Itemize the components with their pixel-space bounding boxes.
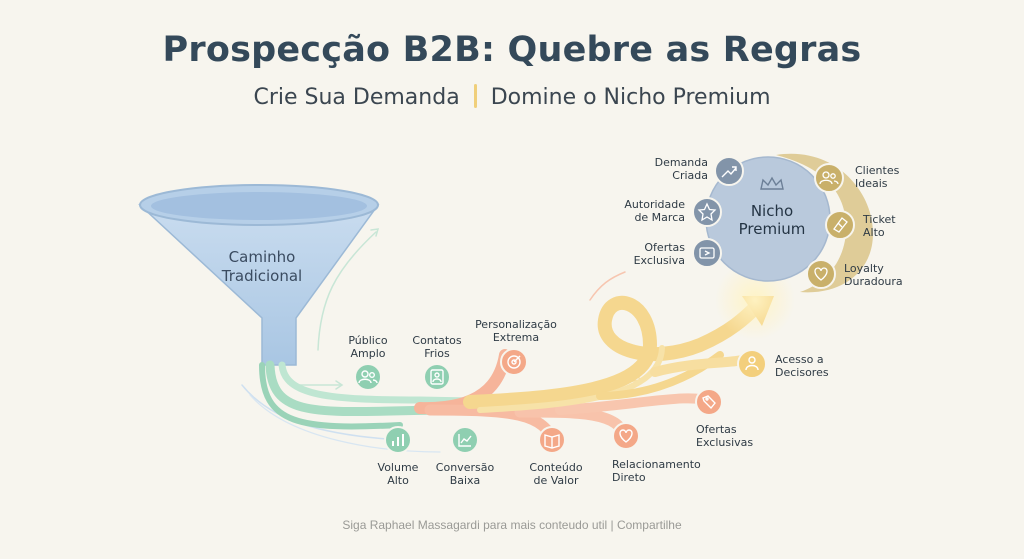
premium-right-clientes: Clientes Ideais [814, 163, 900, 193]
funnel-label-1: Caminho [229, 248, 296, 266]
users-icon [819, 171, 839, 185]
node-conversao-label-1: Conversão [436, 461, 495, 474]
node-volume: Volume Alto [378, 426, 419, 487]
heart-icon [619, 429, 633, 443]
premium-left-autoridade-label-1: Autoridade [624, 198, 685, 211]
node-acesso-label-2: Decisores [775, 366, 829, 379]
premium-left-autoridade-label-2: de Marca [634, 211, 685, 224]
node-contatos-label-1: Contatos [412, 334, 461, 347]
subtitle-separator [473, 84, 477, 108]
page-title: Prospecção B2B: Quebre as Regras [162, 30, 862, 70]
premium-right-loyalty-label-1: Loyalty [844, 262, 884, 275]
premium-left-ofertas: Ofertas Exclusiva [634, 238, 722, 268]
node-contatos: Contatos Frios [412, 334, 462, 391]
node-conversao: Conversão Baixa [436, 426, 495, 487]
node-acesso: Acesso a Decisores [737, 349, 829, 379]
node-personalizacao: Personalização Extrema [475, 318, 557, 376]
node-ofertas-exclusivas-label-2: Exclusivas [696, 436, 753, 449]
premium-right-loyalty-label-2: Duradoura [844, 275, 903, 288]
node-publico-label-1: Público [348, 334, 388, 347]
premium-label-2: Premium [739, 220, 806, 238]
node-conversao-label-2: Baixa [450, 474, 481, 487]
premium-left-demanda: Demanda Criada [655, 156, 744, 186]
footer-credit: Siga Raphael Massagardi para mais conteu… [342, 518, 682, 532]
line-chart-icon [458, 434, 472, 447]
premium-right-ticket-label-2: Alto [863, 226, 885, 239]
premium-label-1: Nicho [751, 202, 793, 220]
crown-icon [760, 176, 784, 190]
funnel-label-2: Tradicional [221, 267, 302, 285]
node-contatos-label-2: Frios [424, 347, 450, 360]
premium-right-loyalty: Loyalty Duradoura [806, 259, 903, 289]
node-ofertas-exclusivas-label-1: Ofertas [696, 423, 737, 436]
bar-chart-icon [392, 434, 404, 446]
premium-left-ofertas-label-1: Ofertas [644, 241, 685, 254]
node-acesso-label-1: Acesso a [775, 353, 824, 366]
premium-right-ticket-label-1: Ticket [862, 213, 896, 226]
ticket-tag-icon [833, 217, 848, 233]
node-publico: Público Amplo [348, 334, 388, 391]
premium-right-clientes-label-2: Ideais [855, 177, 888, 190]
node-personalizacao-label-2: Extrema [493, 331, 539, 344]
node-conteudo: Conteúdo de Valor [529, 426, 583, 487]
node-volume-label-2: Alto [387, 474, 409, 487]
premium-left-demanda-label-1: Demanda [655, 156, 708, 169]
node-relacionamento-label-2: Direto [612, 471, 646, 484]
person-icon [745, 356, 759, 371]
premium-left-autoridade: Autoridade de Marca [624, 197, 722, 227]
heart-icon [814, 267, 828, 281]
node-volume-label-1: Volume [378, 461, 419, 474]
subtitle-right: Domine o Nicho Premium [490, 85, 771, 110]
page-subtitle: Crie Sua Demanda Domine o Nicho Premium [0, 84, 1024, 110]
users-icon [358, 370, 378, 384]
funnel: Caminho Tradicional [138, 184, 380, 366]
trending-up-icon [721, 166, 737, 178]
tag-icon [702, 395, 716, 410]
node-personalizacao-label-1: Personalização [475, 318, 557, 331]
premium-right-clientes-label-1: Clientes [855, 164, 900, 177]
node-conteudo-label-2: de Valor [534, 474, 579, 487]
node-ofertas-exclusivas: Ofertas Exclusivas [695, 388, 753, 449]
subtitle-left: Crie Sua Demanda [253, 85, 460, 110]
node-conteudo-label-1: Conteúdo [529, 461, 582, 474]
contact-card-icon [430, 369, 444, 385]
star-icon [697, 202, 717, 222]
premium-left-ofertas-label-2: Exclusiva [634, 254, 685, 267]
premium-hub: Nicho Premium [705, 153, 874, 293]
book-icon [544, 434, 560, 449]
premium-left-demanda-label-2: Criada [672, 169, 708, 182]
ticket-icon [699, 247, 715, 259]
node-relacionamento-label-1: Relacionamento [612, 458, 701, 471]
target-icon [507, 355, 521, 369]
premium-right-ticket: Ticket Alto [825, 210, 896, 240]
node-relacionamento: Relacionamento Direto [612, 422, 701, 484]
node-publico-label-2: Amplo [350, 347, 385, 360]
